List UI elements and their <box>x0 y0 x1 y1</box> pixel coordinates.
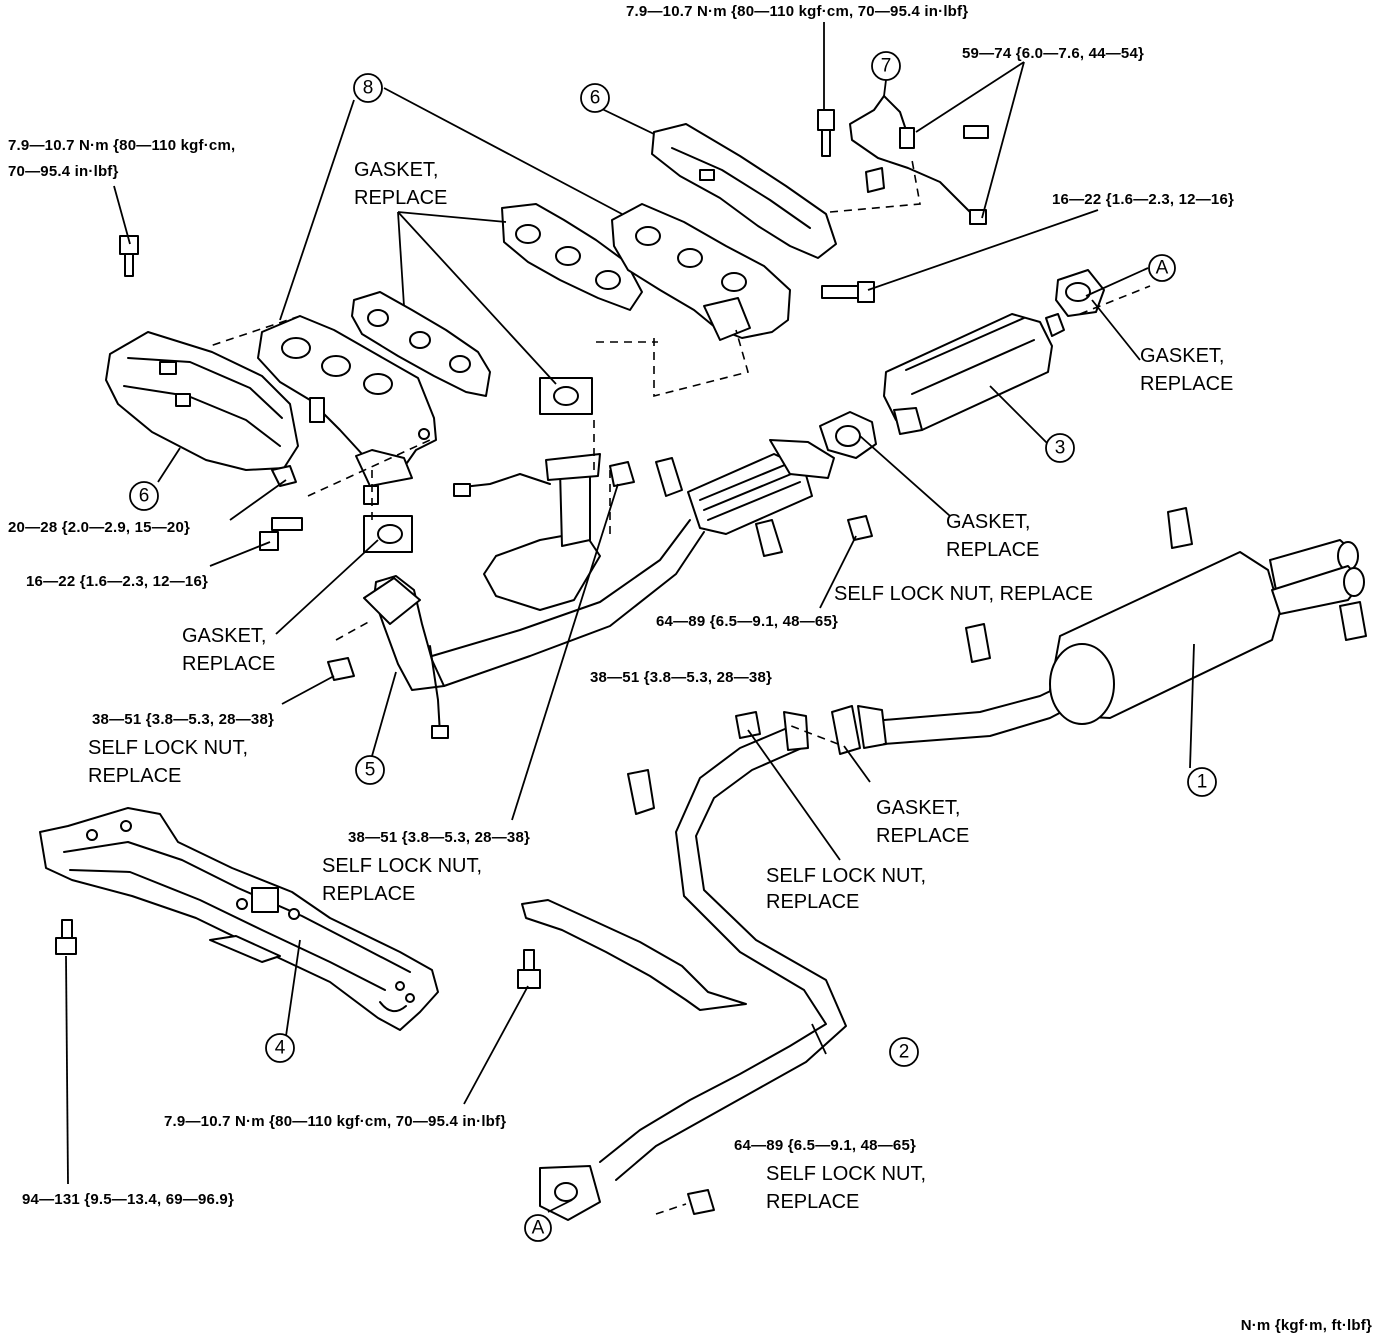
svg-text:8: 8 <box>363 78 374 99</box>
note-replace-manifold: REPLACE <box>354 187 447 209</box>
note-self-lock-nut-left-replace: REPLACE <box>88 765 181 787</box>
spec-manifold-nut: 16—22 {1.6—2.3, 12—16} <box>1052 191 1234 208</box>
callout-2: 2 <box>889 1037 919 1067</box>
manifold-gasket-front <box>351 291 491 397</box>
flex-pipe <box>687 439 835 535</box>
spec-rear-nut: 64—89 {6.5—9.1, 48—65} <box>734 1137 916 1154</box>
spec-o2-sensor: 59—74 {6.0—7.6, 44—54} <box>962 45 1144 62</box>
leader-lines <box>65 22 1195 1213</box>
spec-top-bolt: 7.9—10.7 N·m {80—110 kgf·cm, 70—95.4 in·… <box>626 3 968 20</box>
callout-5: 5 <box>355 755 385 785</box>
note-gasket-manifold: GASKET, <box>354 159 438 181</box>
callout-6-left: 6 <box>129 481 159 511</box>
spec-front-manifold-nut: 16—22 {1.6—2.3, 12—16} <box>26 573 208 590</box>
catalytic-converter <box>883 313 1065 435</box>
callout-1: 1 <box>1187 767 1217 797</box>
svg-text:1: 1 <box>1197 772 1208 793</box>
converter-gasket-rear <box>1055 269 1105 317</box>
note-self-lock-nut-rear-replace: REPLACE <box>766 1191 859 1213</box>
note-replace-front-pipe: REPLACE <box>182 653 275 675</box>
note-gasket-front-pipe: GASKET, <box>182 625 266 647</box>
part-callouts: 8 6 7 A 3 6 5 1 4 2 A <box>129 51 1217 1242</box>
callout-3: 3 <box>1045 433 1075 463</box>
note-self-lock-nut-converter: SELF LOCK NUT, REPLACE <box>834 583 1093 605</box>
spec-converter-nut: 64—89 {6.5—9.1, 48—65} <box>656 613 838 630</box>
spec-crossmember-bolt: 94—131 {9.5—13.4, 69—96.9} <box>22 1191 234 1208</box>
note-replace-rear: REPLACE <box>1140 373 1233 395</box>
spec-left-bolt-line1: 7.9—10.7 N·m {80—110 kgf·cm, <box>8 137 235 154</box>
note-gasket-muffler: GASKET, <box>876 797 960 819</box>
note-self-lock-nut-right: SELF LOCK NUT, <box>766 865 926 887</box>
callout-a-top: A <box>1148 254 1176 282</box>
svg-text:4: 4 <box>275 1038 286 1059</box>
muffler-gasket <box>831 705 887 755</box>
note-self-lock-nut-center-replace: REPLACE <box>322 883 415 905</box>
converter-gasket-front <box>819 411 877 459</box>
spec-heat-shield-bolt: 7.9—10.7 N·m {80—110 kgf·cm, 70—95.4 in·… <box>164 1113 506 1130</box>
svg-text:5: 5 <box>365 760 376 781</box>
callout-a-bottom: A <box>524 1214 552 1242</box>
svg-text:2: 2 <box>899 1042 910 1063</box>
manifold-gasket-rear <box>501 203 643 311</box>
svg-text:7: 7 <box>881 56 892 77</box>
note-self-lock-nut-right-replace: REPLACE <box>766 891 859 913</box>
spec-pipe-nut-left: 38—51 {3.8—5.3, 28—38} <box>92 711 274 728</box>
note-replace-muffler: REPLACE <box>876 825 969 847</box>
svg-text:6: 6 <box>590 88 601 109</box>
middle-pipe <box>539 711 847 1221</box>
front-exhaust-pipe <box>363 453 705 739</box>
units-legend: N·m {kgf·m, ft·lbf} <box>1241 1317 1372 1334</box>
exhaust-manifold-rear <box>611 203 791 341</box>
svg-text:6: 6 <box>139 486 150 507</box>
callout-4: 4 <box>265 1033 295 1063</box>
underbody-heat-shield <box>521 899 747 1011</box>
note-gasket-converter: GASKET, <box>946 511 1030 533</box>
heat-shield-rear <box>651 123 837 259</box>
note-self-lock-nut-center: SELF LOCK NUT, <box>322 855 482 877</box>
note-gasket-rear: GASKET, <box>1140 345 1224 367</box>
fasteners <box>55 109 989 1215</box>
torque-specs: 7.9—10.7 N·m {80—110 kgf·cm, 70—95.4 in·… <box>8 3 1234 1208</box>
svg-text:A: A <box>532 1218 545 1239</box>
oxygen-sensor <box>849 95 987 225</box>
spec-pipe-nut-right: 38—51 {3.8—5.3, 28—38} <box>590 669 772 686</box>
spec-left-bolt-line2: 70—95.4 in·lbf} <box>8 163 119 180</box>
callout-8: 8 <box>353 73 383 103</box>
svg-text:A: A <box>1156 258 1169 279</box>
svg-text:3: 3 <box>1055 438 1066 459</box>
note-self-lock-nut-left: SELF LOCK NUT, <box>88 737 248 759</box>
spec-front-manifold-bolt: 20—28 {2.0—2.9, 15—20} <box>8 519 190 536</box>
callout-6-top: 6 <box>580 83 610 113</box>
rubber-hangers <box>627 457 1367 815</box>
spec-pipe-nut-center: 38—51 {3.8—5.3, 28—38} <box>348 829 530 846</box>
front-crossmember <box>39 807 439 1031</box>
main-muffler <box>883 539 1365 745</box>
callout-7: 7 <box>871 51 901 81</box>
centerlines <box>209 159 1151 1215</box>
note-replace-converter: REPLACE <box>946 539 1039 561</box>
exhaust-manifold-front <box>257 315 437 487</box>
note-self-lock-nut-rear: SELF LOCK NUT, <box>766 1163 926 1185</box>
replacement-notes: GASKET, REPLACE GASKET, REPLACE GASKET, … <box>88 159 1233 1213</box>
